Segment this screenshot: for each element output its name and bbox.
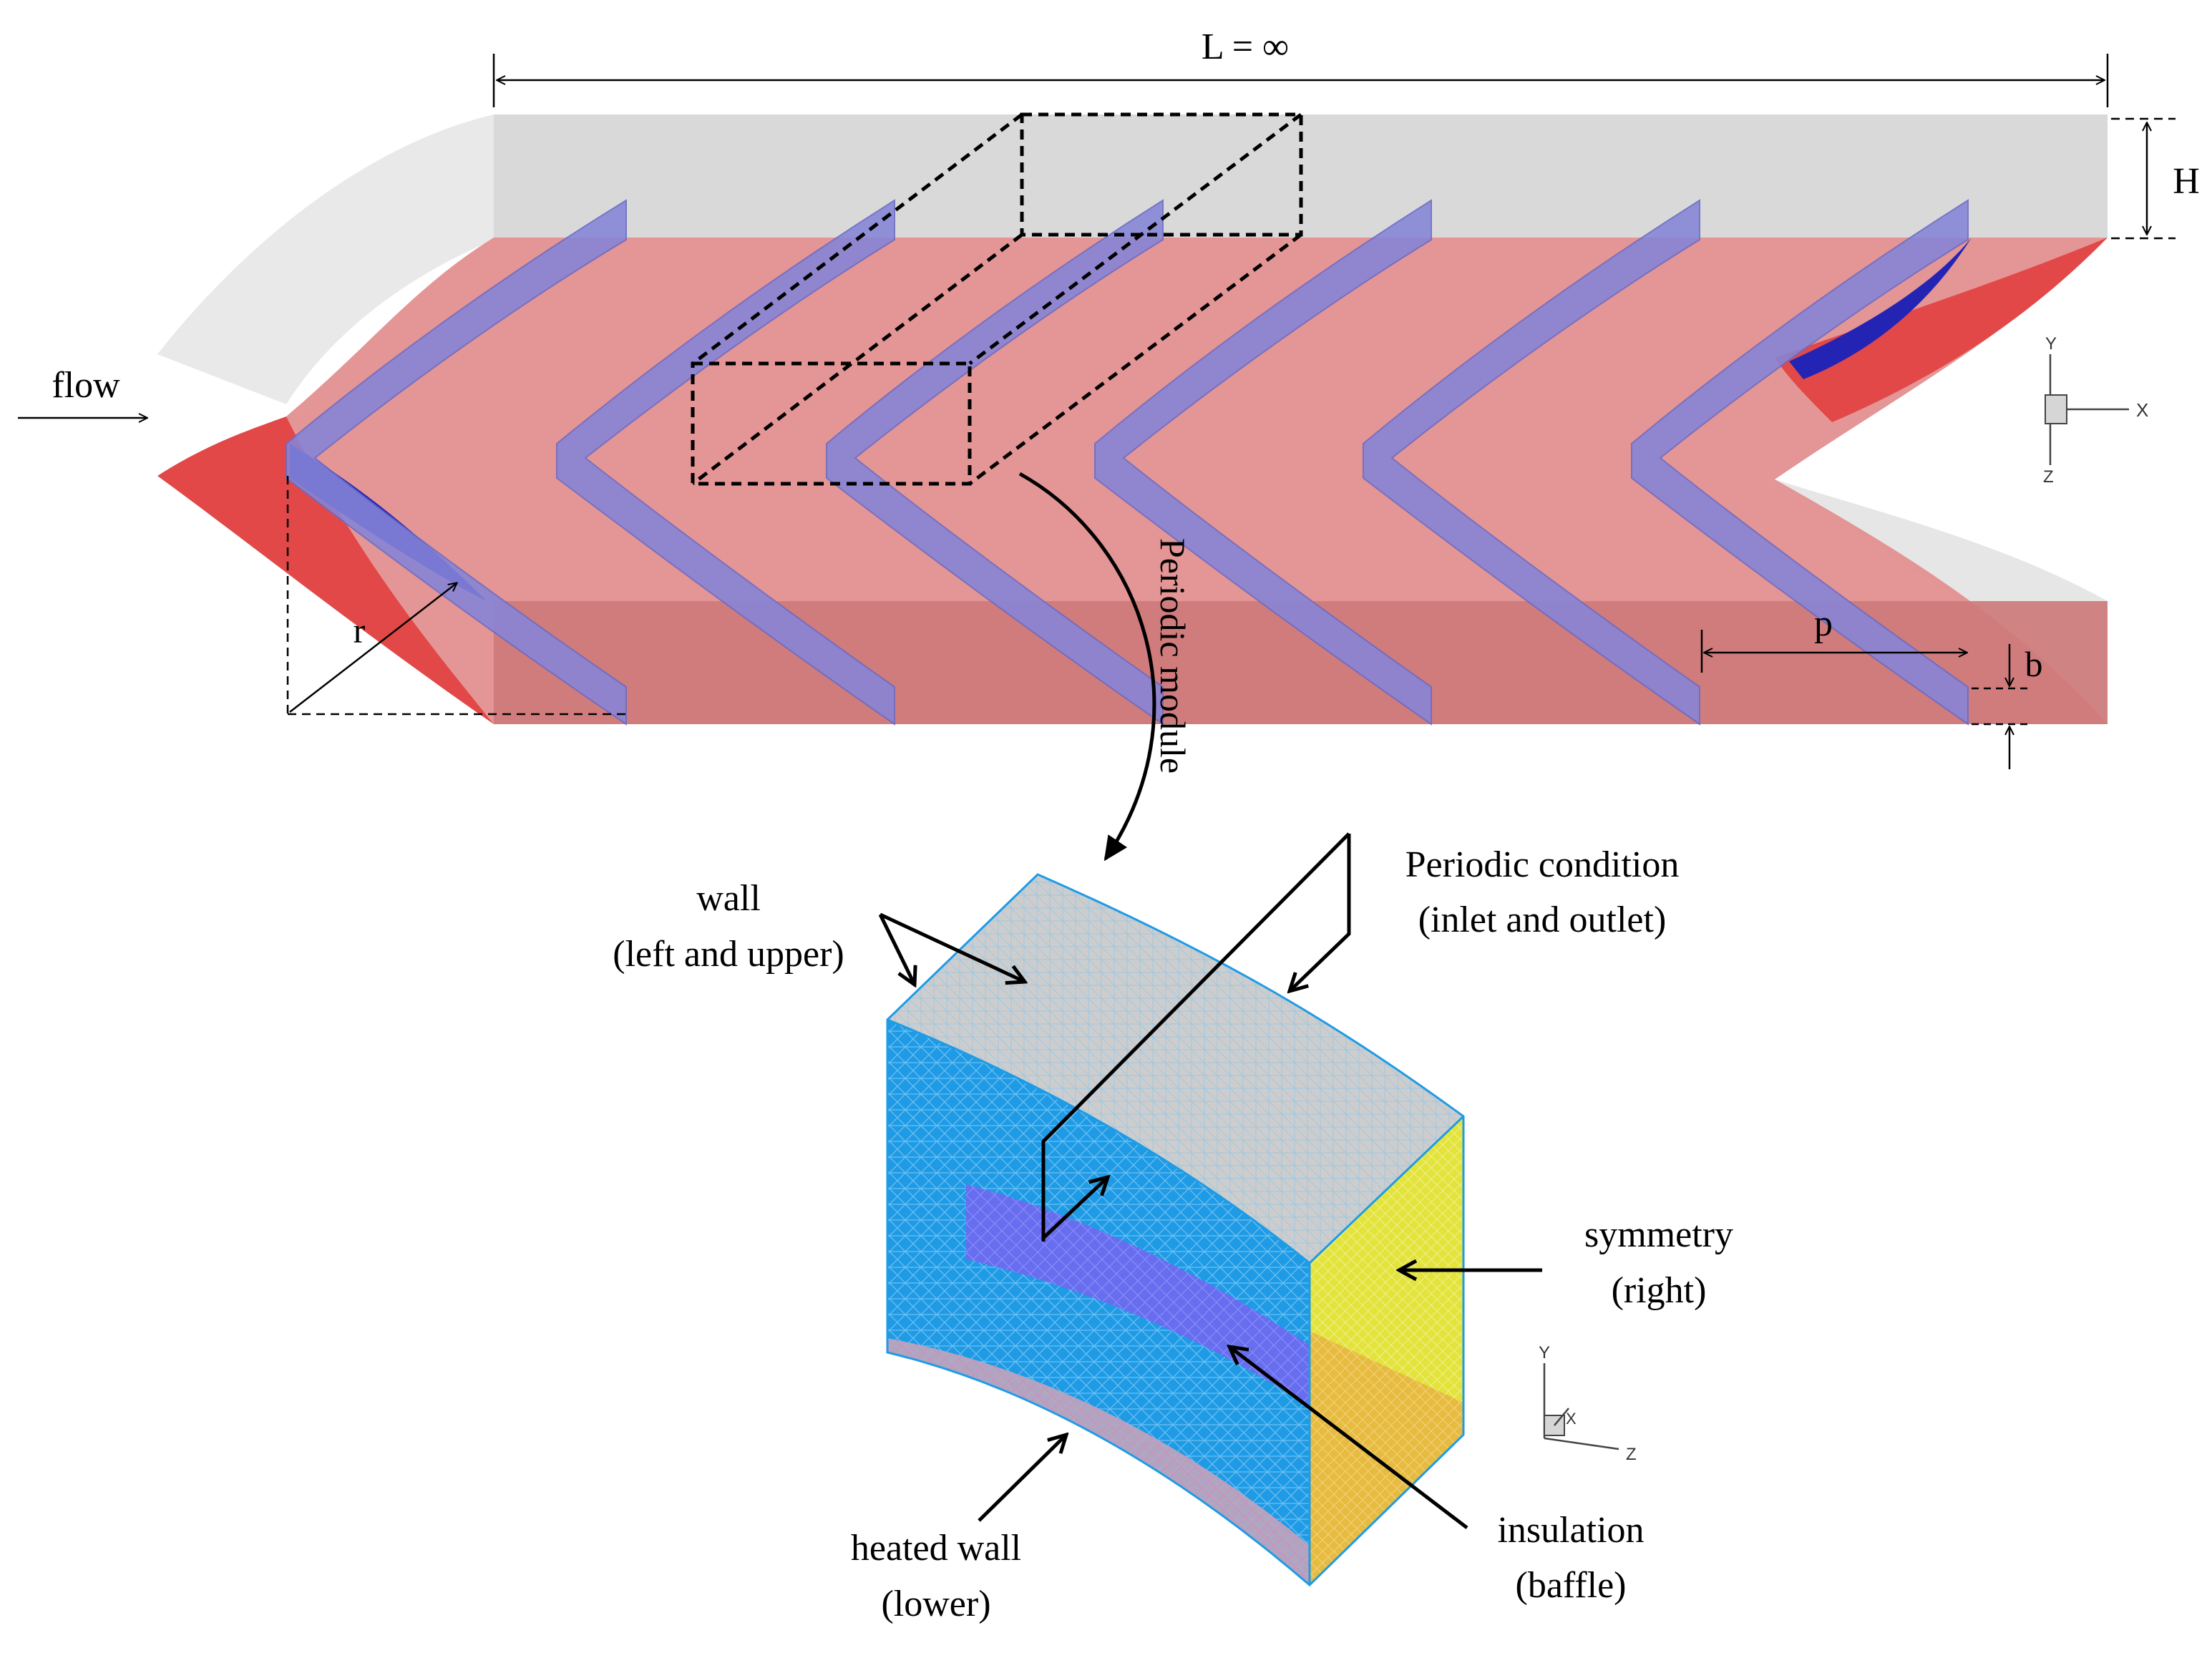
periodic-module-label: Periodic module <box>1153 538 1193 774</box>
periodic-condition-line1: Periodic condition <box>1405 844 1680 885</box>
periodic-module-arrow <box>1018 472 1156 862</box>
height-label: H <box>2173 161 2200 202</box>
axis-triad-bottom <box>1543 1363 1619 1450</box>
baffle-6 <box>1631 199 1969 726</box>
height-dimension <box>2111 117 2176 240</box>
mesh-insulation-band <box>966 1184 1310 1406</box>
wall-callout <box>878 912 1025 985</box>
axis-triad-top <box>2045 354 2129 465</box>
axis-bottom-z: Z <box>1626 1445 1637 1464</box>
insulation-line2: (baffle) <box>1516 1565 1627 1606</box>
symmetry-line1: symmetry <box>1584 1214 1733 1255</box>
pitch-label: p <box>1814 603 1833 644</box>
axis-top-z: Z <box>2043 467 2054 487</box>
insulation-arrow <box>1229 1347 1468 1529</box>
baffle-5 <box>1363 199 1700 726</box>
baffles <box>286 199 1969 726</box>
periodic-condition-callout <box>1041 832 1351 1242</box>
flow-label: flow <box>52 365 120 406</box>
heated-wall-line1: heated wall <box>851 1528 1021 1569</box>
periodic-condition-line2: (inlet and outlet) <box>1418 899 1667 940</box>
axis-top-y: Y <box>2045 334 2057 353</box>
wall-line1: wall <box>696 878 761 919</box>
axis-bottom-y: Y <box>1539 1343 1550 1362</box>
mesh-top-face <box>887 874 1463 1263</box>
baffle-dark-right <box>1789 238 1972 379</box>
baffle-4 <box>1094 199 1432 726</box>
heated-wall-arrow <box>978 1435 1066 1522</box>
plate-edge-right <box>1775 238 2108 422</box>
symmetry-line2: (right) <box>1612 1270 1707 1311</box>
heated-wall-line2: (lower) <box>881 1584 990 1624</box>
axis-top-x: X <box>2136 399 2148 421</box>
radius-label: r <box>354 610 366 650</box>
mesh-right-lower <box>1310 1331 1463 1585</box>
length-label: L = ∞ <box>1202 26 1289 67</box>
plate-edge-left <box>157 416 494 724</box>
axis-bottom-x: X <box>1566 1410 1577 1428</box>
baffle-2 <box>556 199 895 726</box>
mesh-module <box>886 873 1465 1587</box>
periodic-module-box <box>691 112 1303 486</box>
mesh-front-face <box>887 1020 1310 1585</box>
wall-line2: (left and upper) <box>613 934 844 975</box>
radius-dimension <box>286 476 626 716</box>
length-dimension <box>492 54 2109 107</box>
baffle-width-label: b <box>2025 644 2043 684</box>
baffle-1 <box>286 199 627 726</box>
channel-left-cap <box>157 114 494 404</box>
channel-geometry <box>157 112 2108 726</box>
pitch-dimension <box>1700 630 1967 673</box>
baffle-width-dimension <box>1972 644 2029 769</box>
insulation-line1: insulation <box>1497 1510 1644 1551</box>
baffle-3 <box>826 199 1164 726</box>
